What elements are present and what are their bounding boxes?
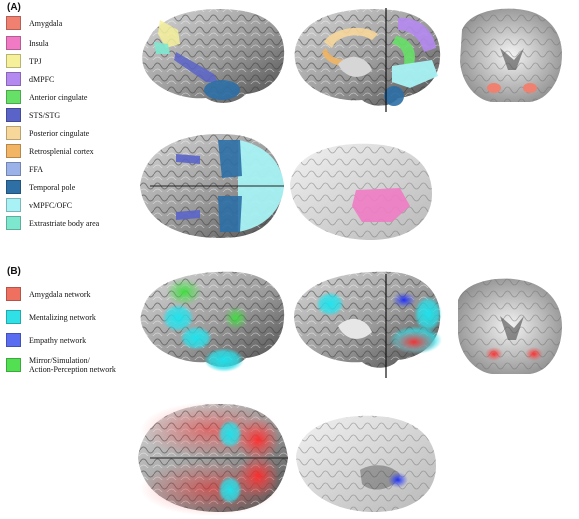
panel-a-label: (A)	[7, 2, 21, 13]
legend-label: Amygdala network	[29, 289, 91, 299]
legend-label: Posterior cingulate	[29, 128, 90, 138]
brain-ventral-view-a	[140, 134, 284, 238]
legend-label: Anterior cingulate	[29, 92, 88, 102]
swatch-amygdala	[6, 16, 21, 30]
brain-inflated-view-a	[290, 143, 432, 240]
legend-item-vmpfc-ofc: vMPFC/OFC	[6, 198, 72, 212]
legend-item-sts-stg: STS/STG	[6, 108, 60, 122]
coronal-slice-a	[460, 8, 562, 102]
brain-inflated-view-b	[296, 415, 436, 512]
brain-lateral-view-b	[140, 271, 285, 372]
legend-item-amygdala: Amygdala	[6, 16, 62, 30]
brain-medial-view-b	[294, 271, 442, 378]
legend-label: Empathy network	[29, 335, 87, 345]
legend-label: Temporal pole	[29, 182, 76, 192]
swatch-vmpfc-ofc	[6, 198, 21, 212]
legend-item-dmpfc: dMPFC	[6, 72, 54, 86]
brain-lateral-view-a	[142, 9, 285, 103]
legend-item-mirror-network: Mirror/Simulation/ Action-Perception net…	[6, 355, 116, 375]
legend-item-empathy-network: Empathy network	[6, 333, 86, 347]
legend-item-tpj: TPJ	[6, 54, 41, 68]
legend-item-posterior-cingulate: Posterior cingulate	[6, 126, 89, 140]
legend-item-retrosplenial-cortex: Retrosplenial cortex	[6, 144, 94, 158]
swatch-anterior-cingulate	[6, 90, 21, 104]
swatch-insula	[6, 36, 21, 50]
swatch-mirror-network	[6, 358, 21, 372]
legend-label: Retrosplenial cortex	[29, 146, 94, 156]
swatch-temporal-pole	[6, 180, 21, 194]
legend-label-line-2: Action-Perception network	[29, 365, 116, 374]
swatch-tpj	[6, 54, 21, 68]
swatch-extrastriate-body-area	[6, 216, 21, 230]
legend-label: TPJ	[29, 56, 42, 66]
brain-ventral-view-b	[138, 402, 288, 516]
swatch-sts-stg	[6, 108, 21, 122]
legend-label: FFA	[29, 164, 44, 174]
swatch-dmpfc	[6, 72, 21, 86]
legend-item-temporal-pole: Temporal pole	[6, 180, 75, 194]
swatch-empathy-network	[6, 333, 21, 347]
legend-item-amygdala-network: Amygdala network	[6, 287, 91, 301]
legend-item-anterior-cingulate: Anterior cingulate	[6, 90, 87, 104]
legend-label: Extrastriate body area	[29, 218, 100, 228]
legend-item-insula: Insula	[6, 36, 49, 50]
swatch-mentalizing-network	[6, 310, 21, 324]
legend-label-multiline: Mirror/Simulation/ Action-Perception net…	[29, 356, 116, 374]
legend-label: Mentalizing network	[29, 312, 96, 322]
legend-item-mentalizing-network: Mentalizing network	[6, 310, 96, 324]
panel-b-label: (B)	[7, 266, 21, 277]
legend-item-ffa: FFA	[6, 162, 43, 176]
legend-label: vMPFC/OFC	[29, 200, 73, 210]
legend-label: STS/STG	[29, 110, 61, 120]
swatch-posterior-cingulate	[6, 126, 21, 140]
legend-label: Amygdala	[29, 18, 63, 28]
swatch-amygdala-network	[6, 287, 21, 301]
brain-medial-view-a	[294, 8, 441, 112]
swatch-retrosplenial-cortex	[6, 144, 21, 158]
swatch-ffa	[6, 162, 21, 176]
legend-label: dMPFC	[29, 74, 55, 84]
legend-label-line-1: Mirror/Simulation/	[29, 356, 90, 365]
coronal-slice-b	[458, 278, 562, 374]
legend-label: Insula	[29, 38, 49, 48]
legend-item-extrastriate-body-area: Extrastriate body area	[6, 216, 99, 230]
